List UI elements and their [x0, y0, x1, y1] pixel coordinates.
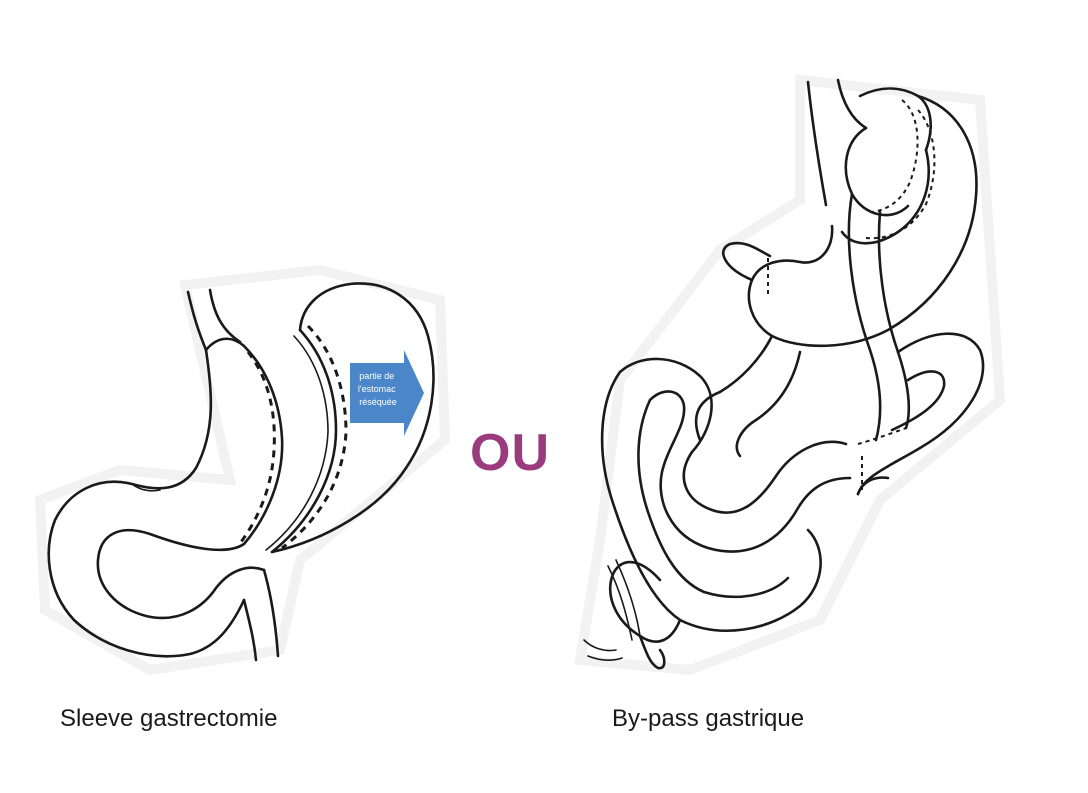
sleeve-pylorus-fold: [131, 483, 161, 492]
remnant-stomach-outer: [747, 94, 978, 348]
sleeve-gastrectomy-caption: Sleeve gastrectomie: [60, 705, 278, 732]
bypass-esophagus-right: [836, 78, 868, 130]
sleeve-staple-line: [236, 351, 276, 547]
ileocecal-lines: [607, 559, 641, 641]
sleeve-stomach-inner: [96, 344, 284, 620]
sleeve-halo: [34, 264, 451, 676]
resected-stomach-inner: [270, 328, 338, 554]
resection-arrow-text: partie de l'estomac réséquée: [358, 371, 398, 407]
biliary-limb: [694, 334, 774, 442]
roux-limb-left: [847, 192, 882, 442]
common-channel-outer: [618, 357, 848, 514]
remnant-stomach-body: [721, 241, 772, 282]
resected-edge-line: [265, 335, 329, 551]
gastric-bypass-illustration: [574, 74, 1006, 676]
resected-staple-line: [281, 324, 348, 550]
resection-arrow-shape: [350, 350, 424, 436]
jejunojejunostomy-marks: [857, 427, 907, 445]
bypass-halo: [574, 74, 1006, 676]
sleeve-esophagus-right: [208, 288, 242, 344]
roux-limb-right: [877, 210, 911, 430]
resection-arrow: partie de l'estomac réséquée: [350, 350, 424, 436]
sleeve-stomach-outer: [47, 348, 246, 658]
colon-stub: [583, 639, 623, 661]
appendix: [638, 634, 666, 670]
bypass-esophagus-left: [806, 80, 828, 207]
jejunum-loop-upper-inner: [890, 370, 946, 432]
jejunum-loop-upper: [856, 332, 985, 496]
alimentary-limb-end: [856, 476, 890, 496]
common-channel-inner: [648, 390, 852, 553]
pouch-staple-line: [871, 99, 919, 213]
ileum-descending-inner: [637, 398, 790, 599]
sleeve-gastrectomy-illustration: partie de l'estomac réséquée: [34, 264, 451, 676]
biliary-limb-inner: [735, 350, 802, 458]
cecum: [608, 560, 682, 643]
sleeve-duodenum-lower: [242, 598, 258, 662]
resected-stomach-outer: [270, 282, 435, 554]
separator-ou-label: OU: [470, 424, 550, 482]
gastric-bypass-caption: By-pass gastrique: [612, 705, 805, 732]
remnant-staple-line: [865, 109, 936, 240]
sleeve-duodenum-upper: [262, 568, 280, 658]
